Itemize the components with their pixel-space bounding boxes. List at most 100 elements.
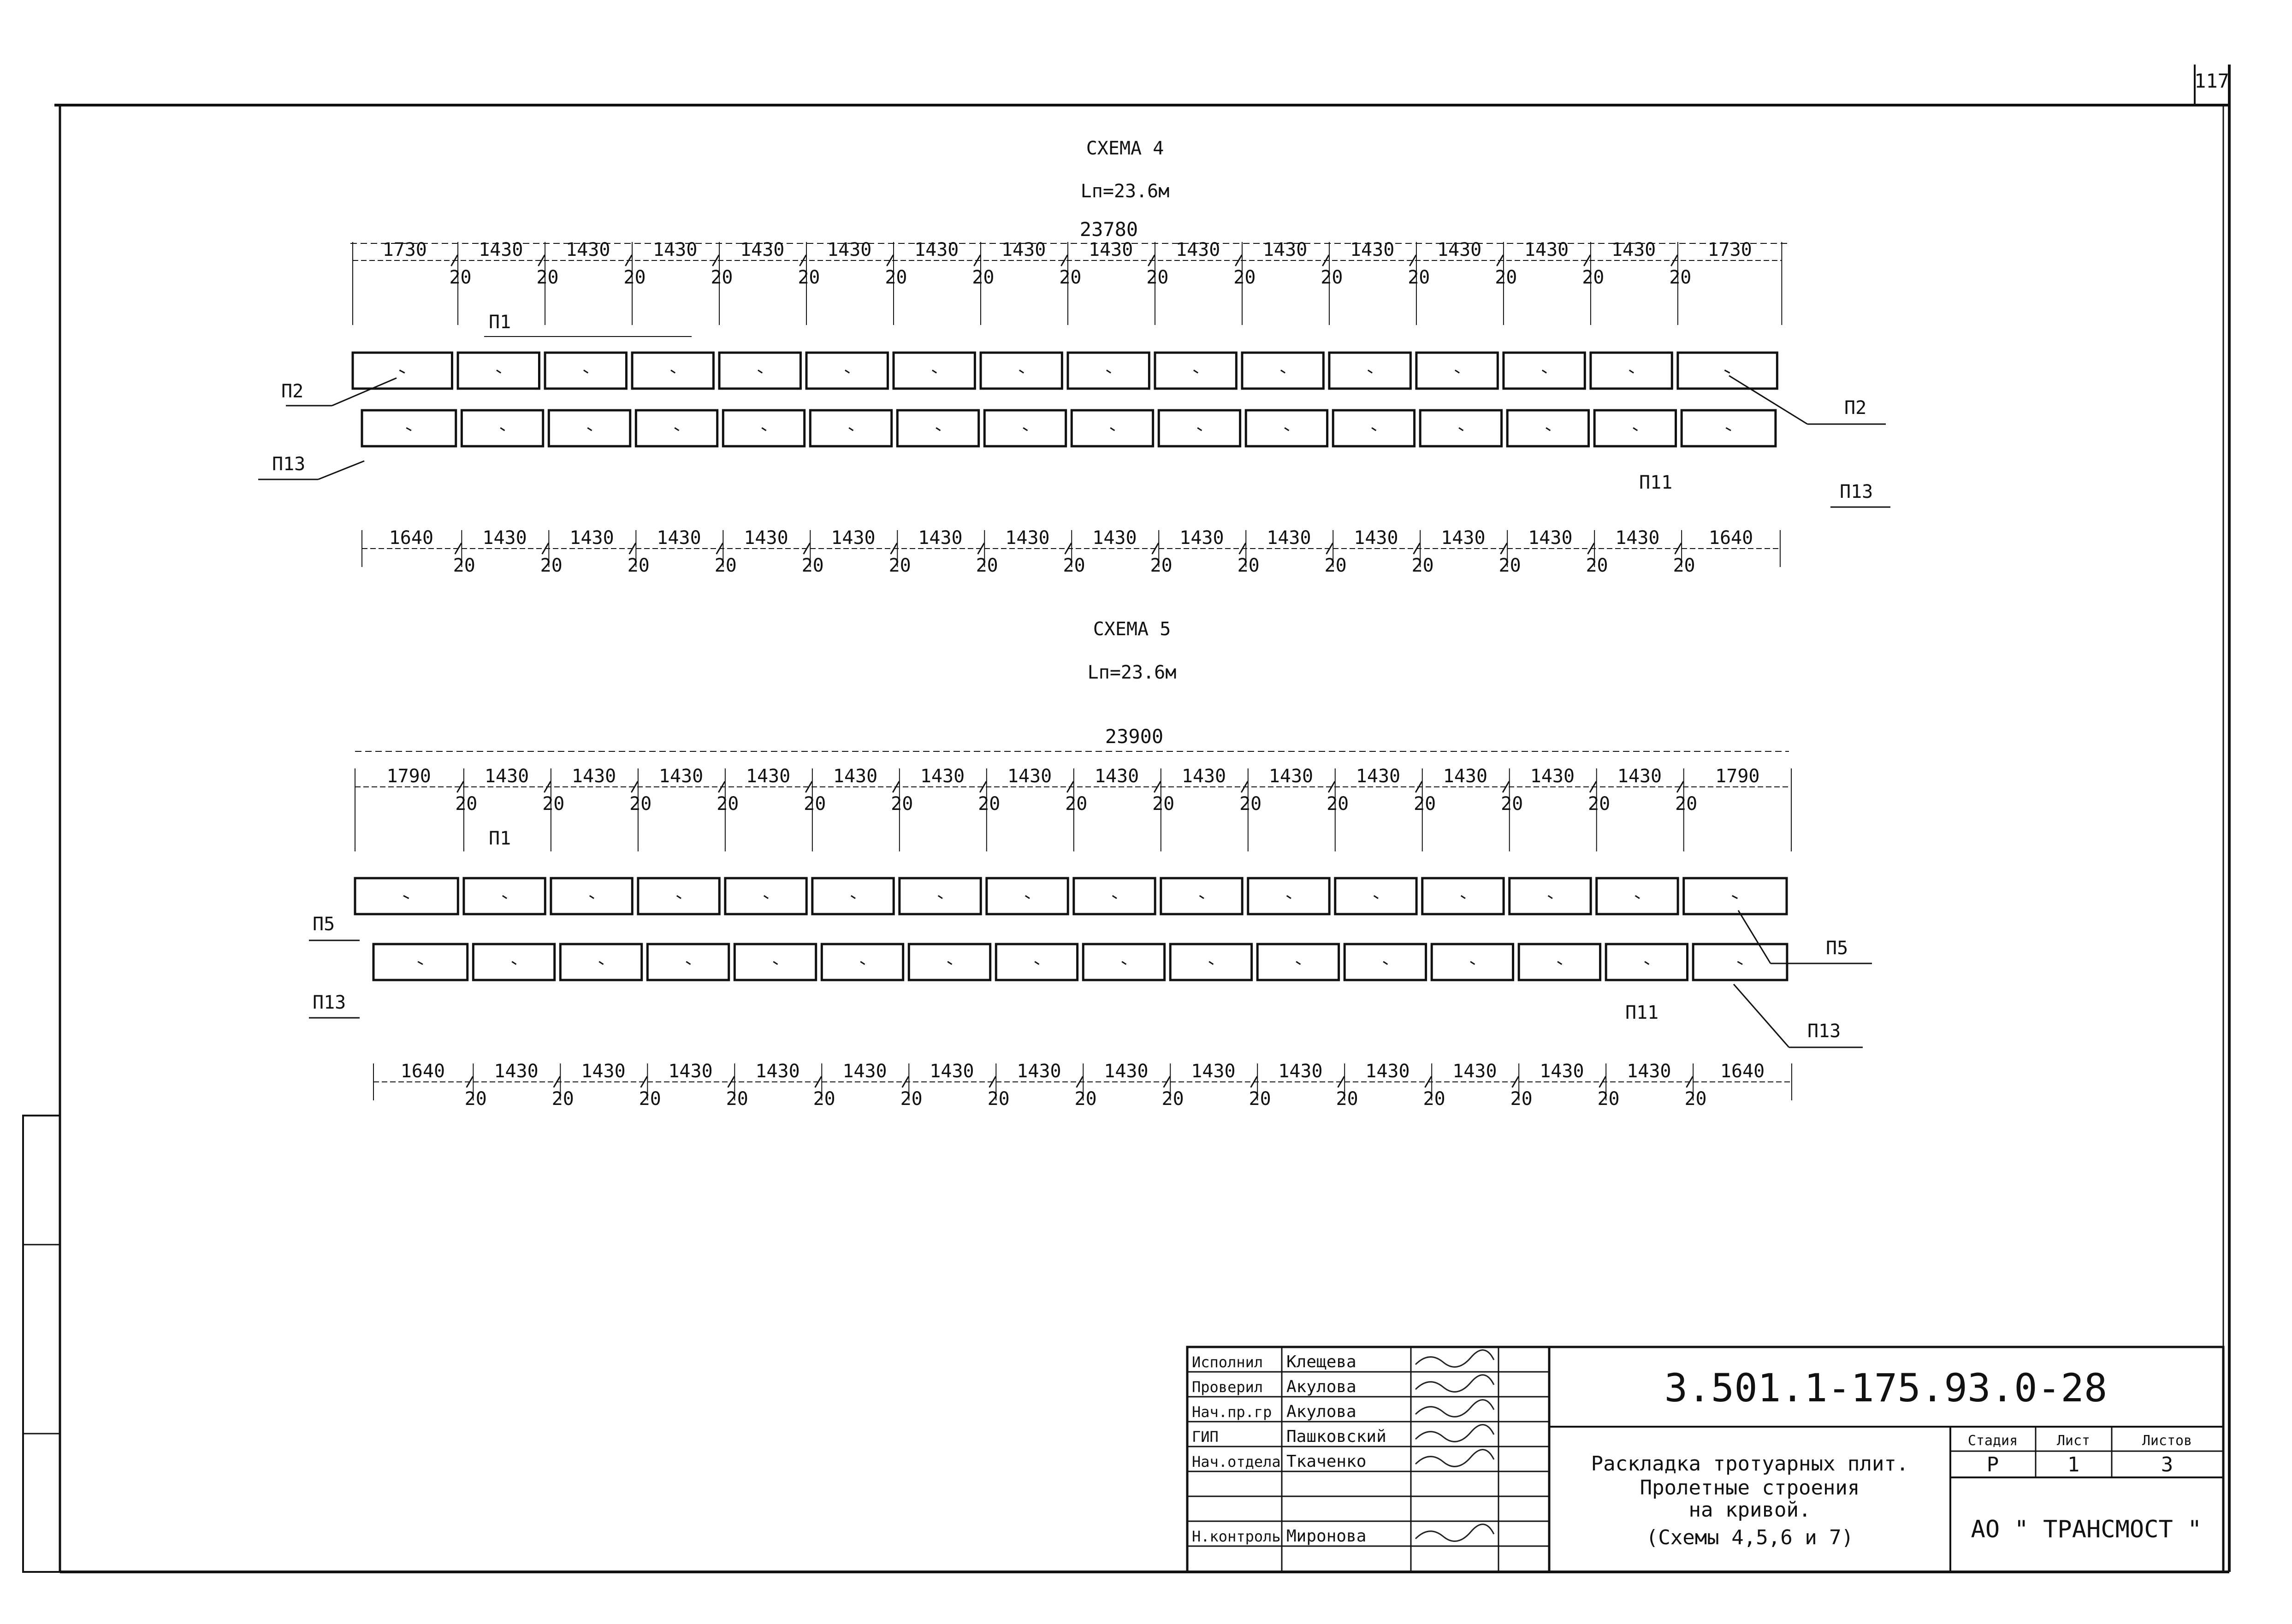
drawing-frame: [22, 65, 2231, 1573]
dimension-value: 1640: [401, 1061, 445, 1082]
handwritten-signature: [1415, 1374, 1495, 1393]
dimension-value: 1430: [1095, 766, 1139, 787]
gap-value: 20: [1233, 267, 1256, 288]
scheme-5: СХЕМА 5 Lп=23.6м 23900 17902014302014302…: [309, 619, 1872, 1110]
slab-bottom-16: [1680, 409, 1777, 448]
label-right-bottom: П13: [1840, 481, 1873, 502]
sheets-value: 3: [2161, 1453, 2174, 1476]
dimension-value: 1430: [1269, 766, 1313, 787]
slab-bottom-4: [646, 943, 730, 981]
slab-mark: [1023, 427, 1028, 431]
leader-line: [1733, 984, 1790, 1048]
slab-bottom-12: [1332, 409, 1416, 448]
slab-mark: [1034, 961, 1040, 965]
slab-mark: [1286, 895, 1291, 899]
slab-mark: [1193, 369, 1198, 374]
slab-mark: [1629, 369, 1634, 374]
gap-value: 20: [1423, 1088, 1445, 1110]
slab-top-16: [1676, 351, 1778, 390]
slab-mark: [1460, 895, 1466, 899]
dimension-tick: [1076, 1076, 1084, 1088]
gap-value: 20: [717, 793, 739, 815]
dimension-value: 1430: [920, 766, 965, 787]
dimension-tick: [1676, 781, 1684, 793]
dimension-tick: [805, 781, 813, 793]
leader-line: [332, 377, 397, 407]
dimension-tick: [1250, 1076, 1258, 1088]
slab-mark: [403, 895, 409, 899]
dimension-value: 1430: [1278, 1061, 1322, 1082]
gap-value: 20: [1065, 793, 1087, 815]
dimension-tick: [717, 781, 726, 793]
dimension-value: 1430: [1263, 239, 1307, 260]
slab-top-13: [1421, 877, 1505, 915]
slab-mark: [406, 427, 412, 431]
gap-value: 20: [1408, 267, 1430, 288]
sheet-value: 1: [2067, 1453, 2080, 1476]
description-line-2: Пролетные строения: [1640, 1476, 1860, 1500]
slab-bottom-1: [361, 409, 457, 448]
label-right-top: П2: [1844, 397, 1866, 419]
dimension-value: 1430: [1017, 1061, 1061, 1082]
dimension-tick: [799, 254, 807, 266]
gap-value: 20: [889, 555, 911, 576]
gap-value: 20: [1063, 555, 1085, 576]
handwritten-signature: [1415, 1399, 1495, 1417]
gap-value: 20: [1597, 1088, 1619, 1110]
gap-value: 20: [1152, 793, 1174, 815]
dimension-value: 1430: [740, 239, 784, 260]
slab-mark: [932, 369, 937, 374]
gap-value: 20: [540, 555, 563, 576]
slab-top-9: [1066, 351, 1150, 390]
dimension-value: 1430: [1617, 766, 1662, 787]
handwritten-signature: [1415, 1424, 1495, 1442]
gap-value: 20: [1684, 1088, 1706, 1110]
gap-value: 20: [1238, 555, 1260, 576]
slab-mark: [1541, 369, 1547, 374]
stage-value: Р: [1987, 1453, 1999, 1476]
slab-bottom-2: [472, 943, 556, 981]
label-left-top: П2: [281, 381, 303, 402]
description-line-4: (Схемы 4,5,6 и 7): [1646, 1526, 1854, 1549]
gap-value: 20: [804, 793, 826, 815]
signature-name: Пашковский: [1286, 1427, 1386, 1446]
gap-value: 20: [1150, 555, 1173, 576]
dimension-tick: [1409, 254, 1417, 266]
gap-value: 20: [813, 1088, 835, 1110]
slab-mark: [947, 961, 953, 965]
label-top-mid: П1: [489, 828, 511, 849]
dimension-value: 1430: [842, 1061, 887, 1082]
slab-top-1: [351, 351, 453, 390]
dimension-value: 1430: [482, 527, 527, 549]
dimension-tick: [1587, 543, 1595, 555]
dimension-value: 1430: [653, 239, 697, 260]
slab-top-2: [456, 351, 540, 390]
slab-bottom-6: [820, 943, 905, 981]
slab-bottom-13: [1419, 409, 1503, 448]
gap-value: 20: [1582, 267, 1604, 288]
slab-mark: [1635, 895, 1640, 899]
dimension-tick: [973, 254, 981, 266]
gap-value: 20: [1586, 555, 1608, 576]
signature-role: Проверил: [1192, 1378, 1263, 1396]
dimension-value: 1430: [485, 766, 529, 787]
slab-top-3: [544, 351, 628, 390]
dimension-value: 1430: [494, 1061, 538, 1082]
gap-value: 20: [972, 267, 994, 288]
slab-bottom-9: [1082, 943, 1166, 981]
dimension-value: 1430: [1540, 1061, 1584, 1082]
dimension-tick: [630, 781, 639, 793]
dimension-tick: [814, 1076, 822, 1088]
scheme-title: СХЕМА 5: [1093, 619, 1171, 640]
slab-mark: [1284, 427, 1290, 431]
slab-bottom-14: [1517, 943, 1602, 981]
gap-value: 20: [1059, 267, 1081, 288]
dimension-tick: [466, 1076, 474, 1088]
signature-role: ГИП: [1192, 1428, 1219, 1446]
slab-mark: [1208, 961, 1214, 965]
slab-top-4: [637, 877, 721, 915]
slab-mark: [1106, 369, 1111, 374]
signature-name: Миронова: [1286, 1527, 1366, 1546]
gap-value: 20: [1675, 793, 1697, 815]
